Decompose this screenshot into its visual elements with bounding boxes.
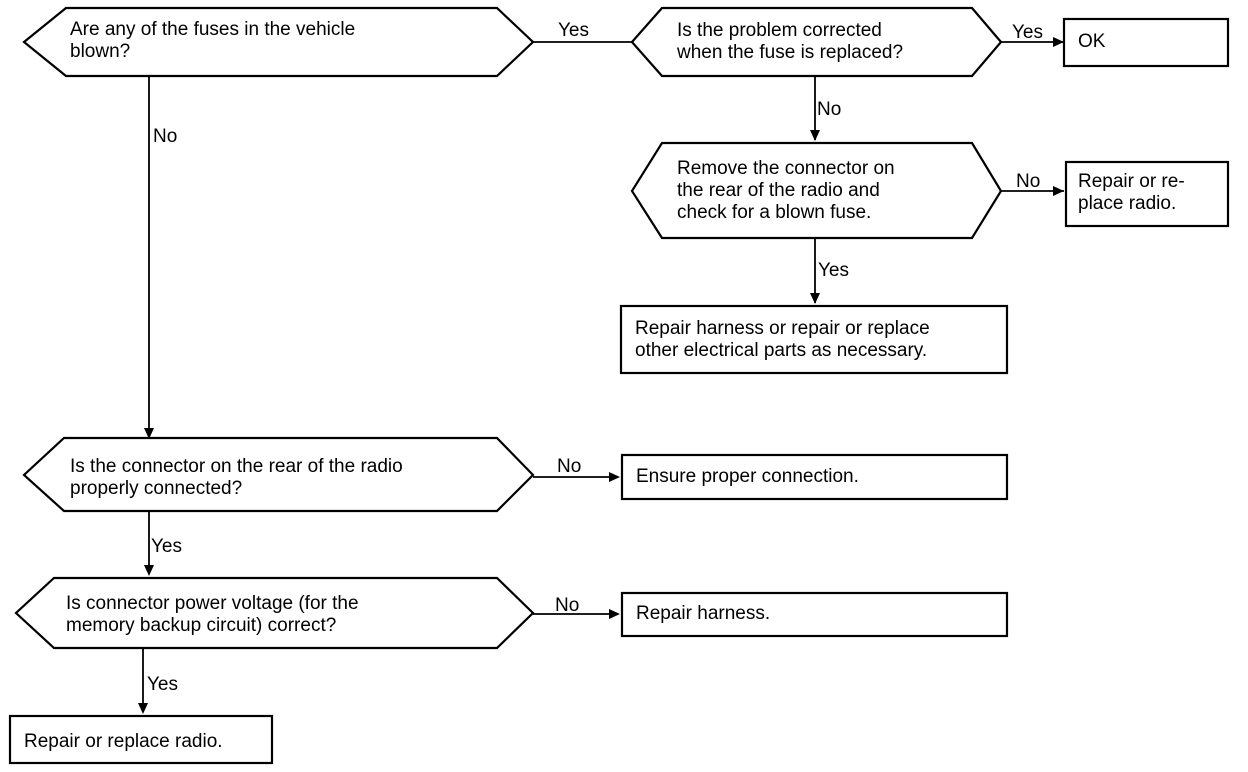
action-repair-harness-other-text: Repair harness or repair or replace othe… [635, 318, 930, 361]
edge-label-q2-no: No [817, 99, 842, 120]
arrowhead-harness-other [810, 293, 820, 304]
action-ensure-connection-text: Ensure proper connection. [636, 466, 859, 487]
question-fuses-blown: Are any of the fuses in the vehicle blow… [70, 19, 356, 62]
question-connector-connected: Is the connector on the rear of the radi… [70, 456, 403, 499]
action-repair-harness-box [620, 591, 1009, 638]
edge-label-q5-no: No [555, 595, 580, 616]
action-repair-radio-text: Repair or re- place radio. [1078, 171, 1185, 214]
arrowhead-repair-harness [609, 609, 620, 619]
arrowhead-q3 [810, 130, 820, 141]
decision-check-blown-fuse [630, 141, 1003, 240]
action-repair-radio-box [1064, 160, 1230, 228]
action-repair-replace-radio-box [8, 714, 274, 765]
question-problem-corrected: Is the problem corrected when the fuse i… [677, 20, 904, 63]
connector-lines [142, 41, 1064, 712]
arrowhead-radio-bottom [138, 703, 148, 714]
arrowhead-radio-top [1053, 186, 1064, 196]
edge-label-q2-yes: Yes [1012, 22, 1043, 43]
edge-label-q1-no: No [153, 126, 178, 147]
action-repair-harness-text: Repair harness. [636, 603, 771, 624]
edge-label-q4-yes: Yes [151, 536, 182, 557]
arrowheads [138, 37, 1064, 714]
arrowhead-ok [1053, 37, 1064, 47]
action-repair-replace-radio-text: Repair or replace radio. [24, 731, 223, 752]
edge-label-q3-yes: Yes [818, 260, 849, 281]
edge-label-q4-no: No [557, 456, 582, 477]
arrowhead-q5 [144, 565, 154, 576]
question-check-blown-fuse: Remove the connector on the rear of the … [677, 158, 895, 223]
action-ensure-connection-box [620, 453, 1009, 501]
arrowhead-ensure [609, 472, 620, 482]
action-ok-box [1062, 17, 1230, 68]
question-power-voltage: Is connector power voltage (for the memo… [66, 593, 359, 636]
edge-label-q3-no: No [1016, 171, 1041, 192]
edge-label-q1-yes: Yes [558, 20, 589, 41]
decision-connector-connected [22, 436, 535, 513]
decision-power-voltage [14, 576, 535, 650]
arrowhead-q4 [144, 428, 154, 439]
edge-label-q5-yes: Yes [147, 674, 178, 695]
action-ok-text: OK [1078, 31, 1106, 52]
decision-problem-corrected [630, 6, 1003, 78]
action-repair-harness-other-box [619, 304, 1009, 375]
decision-fuses-blown [22, 6, 535, 78]
